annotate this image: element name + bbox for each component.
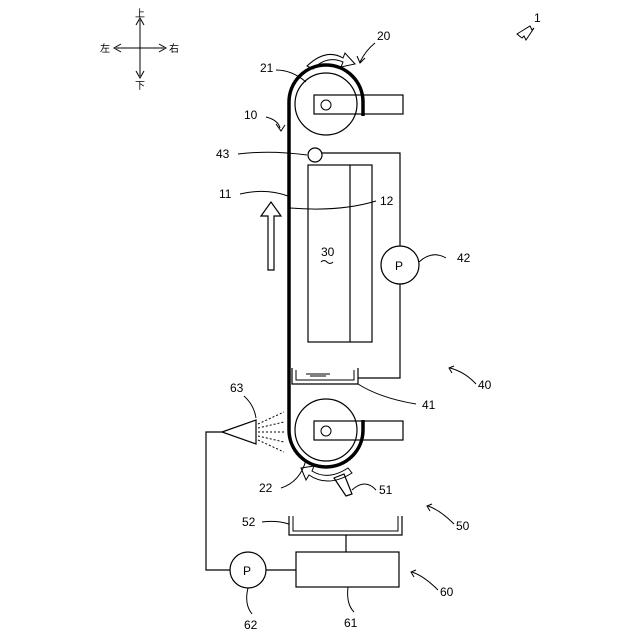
- upper-roller: [295, 73, 403, 135]
- label-51: 51: [379, 483, 393, 497]
- label-52: 52: [242, 515, 256, 529]
- processing-block: 30: [308, 165, 372, 342]
- direction-compass: 上 下 左 右: [100, 8, 179, 92]
- supply-circuit: P 62 61: [206, 432, 399, 632]
- compass-up-label: 上: [135, 8, 145, 20]
- label-21: 21: [260, 61, 274, 75]
- label-43: 43: [216, 147, 230, 161]
- label-12: 12: [380, 194, 394, 208]
- label-60: 60: [440, 585, 454, 599]
- label-62: 62: [244, 618, 258, 632]
- collector: 52: [242, 515, 402, 552]
- label-11: 11: [219, 187, 232, 201]
- label-63: 63: [230, 381, 244, 395]
- label-42: 42: [457, 251, 471, 265]
- compass-left-label: 左: [100, 42, 110, 55]
- label-40: 40: [478, 378, 492, 392]
- compass-down-label: 下: [135, 81, 145, 92]
- upper-rotation-arrow: 20: [307, 29, 391, 69]
- label-41: 41: [422, 398, 436, 412]
- tray: 41: [292, 368, 436, 412]
- pump-lower-symbol: P: [243, 564, 251, 578]
- label-50: 50: [456, 519, 470, 533]
- belt: [289, 65, 363, 467]
- up-direction-arrow: [261, 202, 281, 270]
- lower-roller: [295, 399, 403, 461]
- label-22: 22: [259, 481, 273, 495]
- label-10: 10: [244, 108, 258, 122]
- spray-nozzle: 63: [222, 381, 284, 452]
- label-61: 61: [344, 616, 358, 630]
- label-20: 20: [377, 29, 391, 43]
- figure-ref-arrow: 1: [517, 11, 541, 40]
- pump-upper-symbol: P: [395, 259, 403, 273]
- compass-right-label: 右: [169, 42, 179, 55]
- label-30: 30: [321, 245, 335, 259]
- label-1: 1: [534, 11, 541, 25]
- labels: 21 10 43 11 12 22 40 50 60: [216, 61, 492, 599]
